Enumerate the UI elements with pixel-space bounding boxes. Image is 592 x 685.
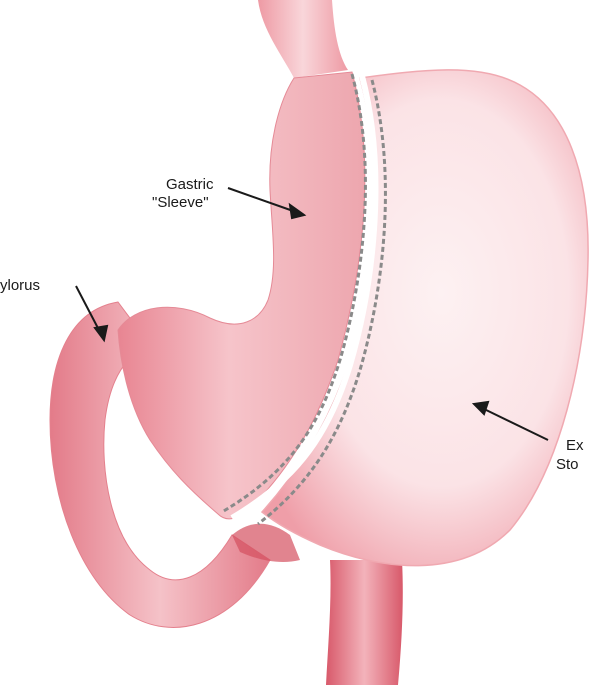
label-excised: Ex [566,437,584,454]
label-sleeve: "Sleeve" [152,194,209,211]
label-stomach: Sto [556,456,579,473]
lower-tube [326,560,403,685]
label-pylorus: ylorus [0,277,40,294]
esophagus [258,0,348,78]
label-gastric: Gastric [166,176,214,193]
